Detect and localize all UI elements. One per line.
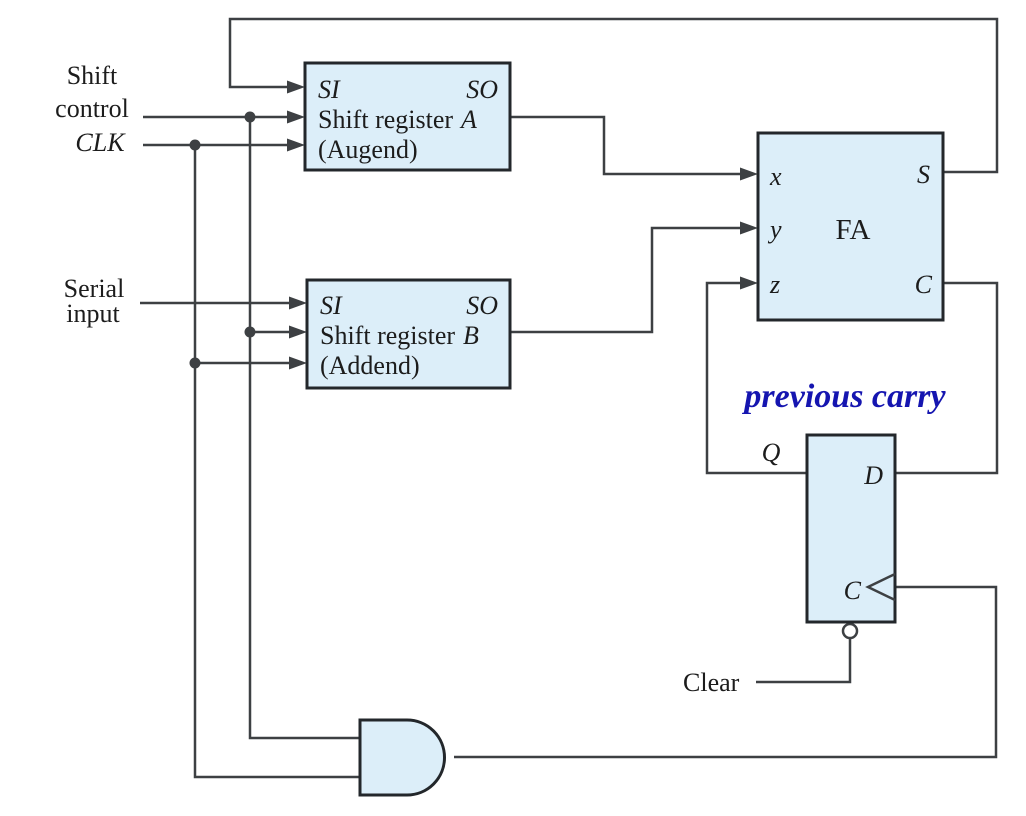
clock-edge-triangle-icon xyxy=(865,572,896,602)
input-labels: Shift control CLK Serial input xyxy=(55,61,129,328)
active-low-bubble-icon xyxy=(841,622,859,640)
junction-dot xyxy=(189,139,201,151)
ff-c-label: C xyxy=(844,576,862,605)
wire-clear xyxy=(756,622,859,684)
fa-x-label: x xyxy=(769,162,782,191)
arrowhead xyxy=(740,167,758,181)
fa-label: FA xyxy=(836,214,871,246)
wire-sum-feedback xyxy=(228,17,999,174)
arrowhead xyxy=(740,276,758,290)
wire-serial-input xyxy=(140,296,307,310)
fa-c-label: C xyxy=(915,270,933,299)
wire-so-b-to-y xyxy=(510,221,758,334)
and-gate xyxy=(358,718,446,797)
ff-d-label: D xyxy=(863,461,883,490)
fa-y-label: y xyxy=(767,215,782,244)
ff-q-label: Q xyxy=(762,438,781,467)
reg-a-subtitle: (Augend) xyxy=(318,135,418,164)
arrowhead xyxy=(287,138,305,152)
clear-label: Clear xyxy=(683,668,740,697)
reg-b-subtitle: (Addend) xyxy=(320,351,420,380)
arrowhead xyxy=(740,221,758,235)
junction-dot xyxy=(244,111,256,123)
reg-b-so-label: SO xyxy=(466,291,498,320)
wire-shift-control xyxy=(143,110,359,740)
arrowhead xyxy=(289,296,307,310)
wire-so-a-to-x xyxy=(510,115,758,181)
reg-b-si-label: SI xyxy=(320,291,343,320)
clk-label: CLK xyxy=(75,128,126,157)
junction-dot xyxy=(244,326,256,338)
wire-and-to-clock xyxy=(454,585,998,759)
wire-c-to-d xyxy=(896,281,999,475)
shift-control-label-line1: Shift xyxy=(67,61,118,90)
reg-a-so-label: SO xyxy=(466,75,498,104)
arrowhead xyxy=(289,325,307,339)
full-adder-block: x y z FA S C xyxy=(756,131,945,322)
arrowhead xyxy=(287,110,305,124)
serial-input-label-line2: input xyxy=(66,299,120,328)
arrowhead xyxy=(289,356,307,370)
fa-s-label: S xyxy=(917,160,930,189)
wire-q-to-z xyxy=(705,276,807,475)
shift-control-label-line2: control xyxy=(55,94,129,123)
wire-clk xyxy=(143,138,359,779)
carry-flip-flop-block: D C Q xyxy=(762,433,897,624)
fa-z-label: z xyxy=(769,270,780,299)
reg-a-si-label: SI xyxy=(318,75,341,104)
junction-dot xyxy=(189,357,201,369)
previous-carry-annotation: previous carry xyxy=(741,378,946,415)
serial-input-label-line1: Serial xyxy=(64,274,125,303)
arrowhead xyxy=(287,80,305,94)
